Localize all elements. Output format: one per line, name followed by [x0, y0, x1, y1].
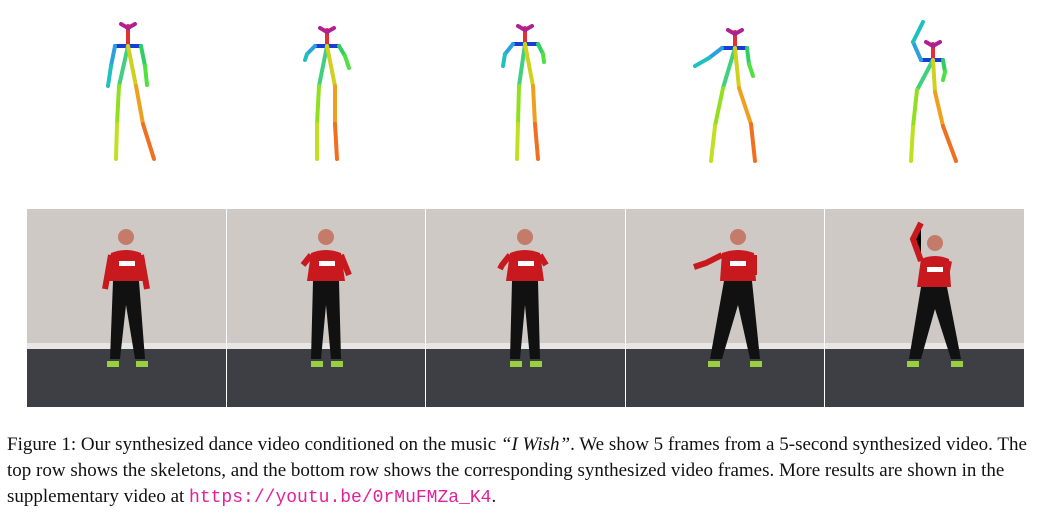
skeleton-5 [909, 20, 958, 163]
video-frame-3 [426, 209, 625, 407]
video-frame-5 [825, 209, 1024, 407]
supplementary-video-link[interactable]: https://youtu.be/0rMuFMZa_K4 [189, 488, 492, 508]
caption-prefix: Figure 1: Our synthesized dance video co… [7, 434, 501, 455]
video-frame-2 [226, 209, 426, 407]
video-frame-row [27, 209, 1024, 407]
caption-suffix: . [491, 486, 497, 507]
figure-caption: Figure 1: Our synthesized dance video co… [7, 432, 1043, 511]
video-frame-4 [625, 209, 825, 407]
caption-middle: . We show 5 frames from a 5-second synth… [7, 434, 1027, 507]
video-frame-1 [27, 209, 226, 407]
skeleton-4 [693, 28, 757, 163]
skeleton-row [27, 14, 1024, 174]
skeleton-2 [303, 26, 351, 161]
skeleton-3 [501, 24, 546, 161]
skeleton-1 [106, 22, 156, 161]
caption-music-title: “I Wish” [500, 434, 571, 455]
skeleton-canvas [106, 20, 958, 163]
